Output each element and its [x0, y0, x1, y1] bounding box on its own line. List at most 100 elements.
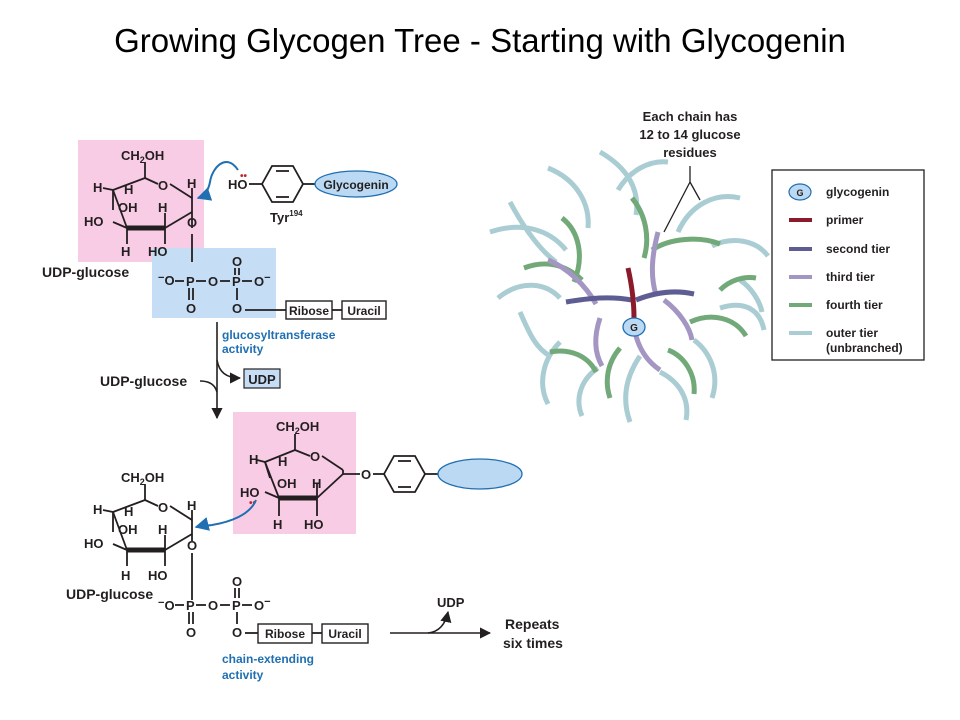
atom-h: H [121, 568, 130, 583]
svg-text:O−: O− [254, 596, 271, 613]
svg-text:glycogenin: glycogenin [826, 185, 889, 199]
atom-o: O [232, 625, 242, 640]
atom-glycosidic-o: O [187, 215, 197, 230]
pink-box-glucose-1 [78, 140, 204, 262]
svg-text:CH2OH: CH2OH [121, 148, 164, 165]
chain-note-pointer [663, 166, 701, 233]
glucosyltransferase-activity-label: activity [222, 342, 264, 356]
atom-oh: OH [277, 476, 297, 491]
tree-glycogenin-letter: G [630, 323, 638, 334]
atom-h: H [278, 454, 287, 469]
svg-text:−O: −O [158, 597, 175, 613]
lone-pair-2: •• [249, 498, 257, 509]
atom-ho: HO [148, 568, 168, 583]
uracil-box-2 [321, 623, 369, 644]
fourth-tier-chains [523, 196, 757, 399]
atom-ho: HO [84, 214, 104, 229]
phosphate-chain-1: −O P O P O− O O O Ribose Uracil [158, 254, 387, 320]
atom-o: O [208, 598, 218, 613]
atom-p: P [186, 598, 195, 613]
atom-o-minus: −O [158, 272, 175, 288]
phosphate-chain-2: −O P O P O− O O O Ribose Uracil [158, 574, 369, 644]
glycogen-tree: Each chain has 12 to 14 glucose residues [489, 109, 770, 423]
atom-h: H [249, 452, 258, 467]
blue-attack-arrow-2 [194, 499, 257, 531]
reaction-bottom: CH2OH O H H H HO OH H H HO O UDP-glucose… [66, 470, 563, 682]
udp-glucose-label-1: UDP-glucose [42, 264, 129, 280]
atom-o: O [232, 574, 242, 589]
udp-box [243, 368, 281, 389]
legend-item-third-tier: third tier [789, 270, 875, 284]
atom-p: P [232, 274, 241, 289]
glucose-ring-2 [256, 434, 360, 516]
blue-box-phosphate-1 [152, 248, 276, 318]
atom-oh: OH [145, 148, 165, 163]
glycogenin-ellipse [314, 170, 398, 198]
legend-item-fourth-tier: fourth tier [789, 298, 883, 312]
udp-label: UDP [248, 372, 276, 387]
atom-h: H [187, 498, 196, 513]
svg-text:CH2OH: CH2OH [276, 419, 319, 436]
chain-extending-label: chain-extending [222, 652, 314, 666]
atom-ch: CH [121, 148, 140, 163]
atom-h: H [93, 502, 102, 517]
glucosyltransferase-label: glucosyltransferase [222, 328, 336, 342]
atom-p: P [232, 598, 241, 613]
atom-ho: HO [84, 536, 104, 551]
udp-glucose-label-3: UDP-glucose [66, 586, 153, 602]
lone-pair-1: •• [240, 171, 248, 182]
atom-h: H [187, 176, 196, 191]
atom-o: O [232, 254, 242, 269]
glycogenin-label: Glycogenin [323, 178, 388, 192]
atom-ch: CH [276, 419, 295, 434]
uracil-label-2: Uracil [328, 627, 361, 641]
repeats-label: Repeats [505, 616, 560, 632]
primer-chain [625, 267, 637, 319]
atom-p: P [186, 274, 195, 289]
udp-release-arrow [427, 610, 452, 634]
tree-glycogenin-core [622, 317, 646, 337]
reaction-middle: CH2OH O H H HO •• OH H H HO O [194, 412, 523, 534]
atom-glycosidic-o: O [187, 538, 197, 553]
uracil-box-1 [341, 300, 387, 320]
svg-text:primer: primer [826, 213, 864, 227]
legend-item-second-tier: second tier [789, 242, 890, 256]
atom-sub2: 2 [140, 155, 145, 165]
atom-ring-o: O [158, 500, 168, 515]
glucose-ring-3 [102, 484, 193, 600]
legend-item-outer-tier: outer tier (unbranched) [789, 326, 903, 355]
blue-attack-arrow-1 [196, 161, 239, 201]
glucose-ring-1 [102, 162, 193, 262]
legend-box [771, 169, 925, 361]
tyr-hydroxyl: HO [228, 177, 248, 192]
chain-extending-activity-label: activity [222, 668, 264, 682]
atom-o: O [361, 467, 371, 482]
atom-h: H [121, 244, 130, 259]
atom-o: O [232, 301, 242, 316]
legend-item-primer: primer [789, 213, 864, 227]
tyr-label: Tyr194 [270, 209, 303, 225]
chain-note-line1: Each chain has [643, 109, 738, 124]
udp-out-arrow [216, 359, 242, 384]
atom-ring-o: O [310, 449, 320, 464]
pink-box-glucose-2 [233, 412, 356, 534]
ribose-label-2: Ribose [265, 627, 305, 641]
atom-h: H [158, 522, 167, 537]
atom-oh: OH [118, 200, 138, 215]
atom-oh: OH [118, 522, 138, 537]
atom-o: O [186, 301, 196, 316]
atom-ho: HO [148, 244, 168, 259]
svg-text:(unbranched): (unbranched) [826, 341, 903, 355]
atom-h: H [93, 180, 102, 195]
atom-ring-o: O [158, 178, 168, 193]
atom-h: H [312, 476, 321, 491]
reaction-top: CH2OH O H H H HO OH H H HO O UDP-glucose… [42, 140, 398, 420]
atom-o-minus: O− [254, 272, 271, 289]
atom-o: O [186, 625, 196, 640]
legend: G glycogenin primer second tier third ti… [771, 169, 925, 361]
atom-ho: HO [240, 485, 260, 500]
six-times-label: six times [503, 635, 563, 651]
svg-text:G: G [796, 188, 803, 198]
svg-text:CH2OH: CH2OH [121, 470, 164, 487]
